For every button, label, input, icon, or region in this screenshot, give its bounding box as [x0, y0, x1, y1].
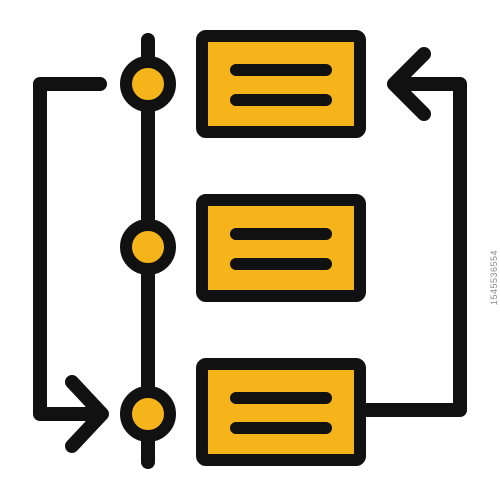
timeline-node-bottom	[120, 386, 176, 442]
process-card-middle	[196, 194, 366, 302]
left-loop-connector	[33, 77, 107, 421]
process-card-bottom	[196, 358, 366, 466]
process-card-top	[196, 30, 366, 138]
right-loop-connector	[359, 77, 467, 417]
timeline-node-top	[120, 56, 176, 112]
right-arrow-head-icon	[65, 375, 109, 453]
left-arrow-head-icon	[387, 47, 431, 121]
timeline-node-middle	[120, 219, 176, 275]
stock-image-id: 1545536554	[489, 250, 499, 306]
